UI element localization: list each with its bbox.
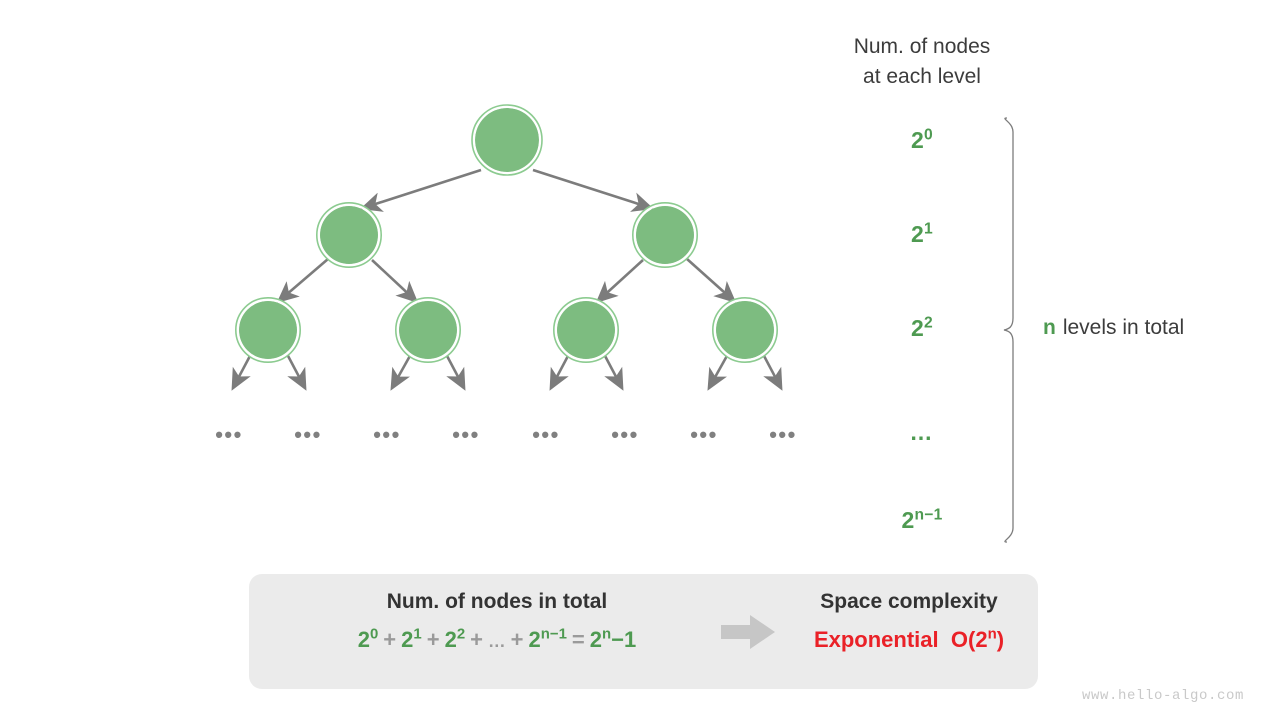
tree-node: [315, 202, 382, 269]
formula-plus-3: +: [470, 627, 484, 652]
total-levels-note: n levels in total: [1043, 316, 1184, 340]
level-count-0-base: 2: [911, 127, 925, 153]
formula-result-tail: −1: [611, 627, 637, 652]
site-watermark: www.hello-algo.com: [1081, 688, 1244, 704]
level-count-last: 2n−1: [842, 507, 1002, 534]
tree-edges-level-1-to-2: [276, 258, 737, 304]
complexity-label: Exponential: [813, 627, 939, 652]
level-count-1-base: 2: [911, 221, 925, 247]
formula-term-4-exp: n−1: [540, 625, 567, 643]
leaf-ellipsis: •••: [690, 422, 718, 447]
formula-term-1-exp: 1: [413, 625, 422, 643]
complexity-base: 2: [975, 627, 988, 652]
leaf-ellipsis: •••: [294, 422, 322, 447]
tree-node: [394, 296, 461, 363]
leaf-ellipsis: •••: [373, 422, 401, 447]
formula-plus-2: +: [426, 627, 440, 652]
formula-plus-4: +: [510, 627, 524, 652]
formula-term-2-base: 2: [444, 627, 457, 652]
formula-equals: =: [571, 627, 585, 652]
formula-term-0-base: 2: [357, 627, 370, 652]
total-nodes-title: Num. of nodes in total: [386, 590, 608, 613]
level-count-2-base: 2: [911, 315, 925, 341]
leaf-ellipsis: •••: [532, 422, 560, 447]
total-nodes-block: Num. of nodes in total 20+21+22+…+2n−1=2…: [269, 590, 725, 653]
summary-panel: Num. of nodes in total 20+21+22+…+2n−1=2…: [249, 574, 1038, 689]
tree-node: [631, 202, 698, 269]
formula-result-base: 2: [589, 627, 603, 652]
complexity-exp: n: [987, 625, 997, 643]
tree-node: [552, 296, 619, 363]
level-count-1-exp: 1: [924, 220, 933, 238]
formula-plus-1: +: [383, 627, 397, 652]
level-count-last-base: 2: [901, 507, 915, 533]
tree-node: [711, 296, 778, 363]
formula-term-2-exp: 2: [456, 625, 466, 643]
level-count-2: 22: [842, 315, 1002, 342]
levels-brace: [1003, 117, 1014, 543]
formula-term-1-base: 2: [401, 627, 414, 652]
formula-term-4-base: 2: [528, 627, 541, 652]
formula-ellipsis: …: [488, 631, 506, 651]
tree-edges-level-2-to-leaves: [231, 353, 783, 391]
level-count-0: 20: [842, 127, 1002, 154]
leaf-ellipsis: •••: [769, 422, 797, 447]
formula-result-exp: n: [602, 625, 612, 643]
tree-edges-level-0-to-1: [360, 168, 654, 212]
nodes-per-level-heading: Num. of nodes at each level: [853, 35, 991, 88]
leaf-ellipsis: •••: [215, 422, 243, 447]
level-count-1: 21: [842, 221, 1002, 248]
level-count-2-exp: 2: [924, 314, 933, 332]
space-complexity-block: Space complexity Exponential O(2n): [789, 590, 1029, 653]
right-block-arrow-icon: [721, 615, 775, 649]
level-count-last-exp: n−1: [914, 506, 943, 524]
space-complexity-title: Space complexity: [820, 590, 998, 613]
space-complexity-answer: Exponential O(2n): [813, 625, 1005, 652]
tree-node-root: [471, 104, 543, 176]
tree-node: [235, 296, 302, 363]
total-levels-symbol: n: [1043, 316, 1056, 339]
level-count-ellipsis: …: [909, 419, 935, 445]
formula-term-0-exp: 0: [369, 625, 379, 643]
level-count-0-exp: 0: [924, 126, 933, 144]
total-nodes-formula: 20+21+22+…+2n−1=2n−1: [269, 627, 725, 653]
leaf-ellipsis: •••: [452, 422, 480, 447]
total-levels-text: levels in total: [1062, 316, 1185, 339]
leaf-ellipsis: •••: [611, 422, 639, 447]
